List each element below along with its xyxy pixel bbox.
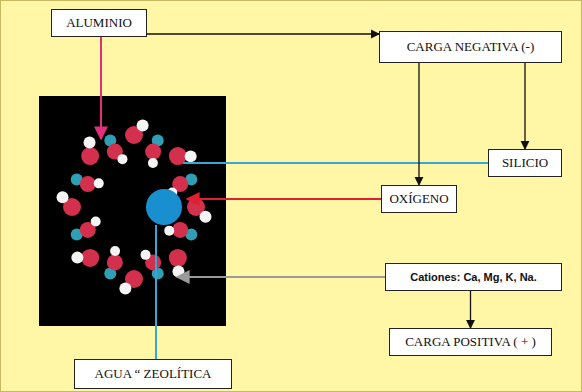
atom	[117, 154, 127, 164]
box-label: OXÍGENO	[389, 192, 448, 207]
leader-lines	[101, 37, 488, 359]
zeolite-molecule	[57, 120, 212, 295]
atom	[185, 150, 197, 162]
atom	[145, 144, 161, 160]
atom	[172, 266, 184, 278]
connector-arrow	[470, 291, 471, 328]
atom	[57, 191, 69, 203]
atom	[107, 254, 123, 270]
atom	[169, 249, 187, 267]
label-box: SILICIO	[488, 149, 562, 177]
atom	[84, 136, 96, 148]
label-box: CARGA POSITIVA ( + )	[389, 328, 552, 356]
label-box: Cationes: Ca, Mg, K, Na.	[385, 263, 562, 291]
box-label: AGUA “ ZEOLÍTICA	[95, 367, 212, 382]
silicon-leader	[183, 162, 488, 164]
box-label: CARGA NEGATIVA (-)	[407, 40, 535, 55]
aluminium-leader	[100, 37, 102, 139]
atom	[148, 158, 158, 168]
label-box: AGUA “ ZEOLÍTICA	[74, 359, 232, 389]
atom	[141, 250, 151, 260]
box-label: SILICIO	[502, 156, 548, 171]
atom	[81, 147, 99, 165]
atom	[199, 211, 211, 223]
atom	[172, 222, 188, 238]
box-label: ALUMINIO	[66, 16, 132, 31]
atom	[137, 120, 149, 132]
label-box: OXÍGENO	[381, 185, 457, 213]
water-leader	[155, 225, 157, 359]
connector-arrow	[147, 33, 379, 34]
molecule-background	[39, 96, 226, 326]
cation-sphere	[146, 189, 182, 225]
atom	[91, 216, 101, 226]
atom	[81, 249, 99, 267]
atom	[71, 252, 83, 264]
oxygen-leader	[187, 198, 381, 200]
connector-arrow	[524, 63, 525, 149]
atom	[80, 176, 96, 192]
atom	[164, 226, 174, 236]
label-box: CARGA NEGATIVA (-)	[379, 31, 562, 63]
atom	[110, 246, 120, 256]
box-label: CARGA POSITIVA ( + )	[405, 335, 536, 350]
connector-arrow	[418, 63, 419, 185]
atom	[94, 178, 104, 188]
label-box: ALUMINIO	[51, 9, 147, 37]
atom	[119, 282, 131, 294]
box-label: Cationes: Ca, Mg, K, Na.	[410, 271, 537, 284]
cation-leader	[177, 276, 385, 278]
